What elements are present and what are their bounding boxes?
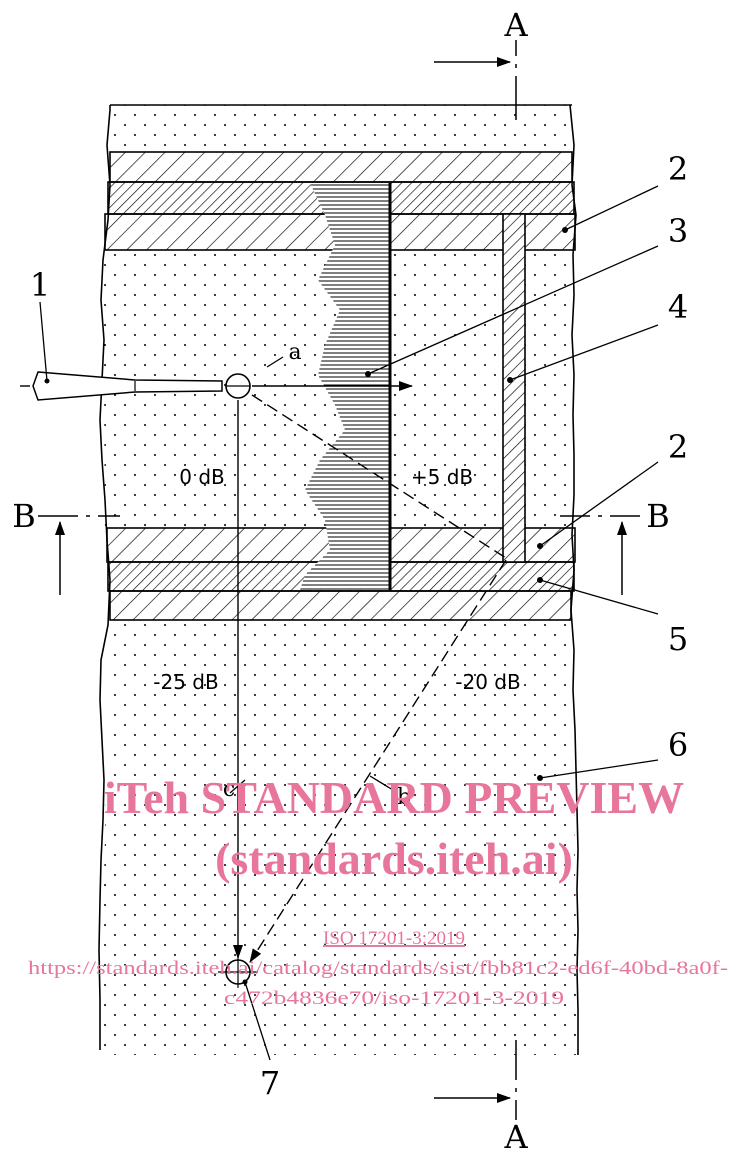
- callout-6: 6: [668, 726, 688, 764]
- callout-dots: [365, 227, 568, 781]
- sound-source: [32, 371, 251, 401]
- path-letter-a: a: [288, 340, 301, 365]
- callout-3: 3: [668, 212, 688, 250]
- level-lower-left: -25 dB: [153, 670, 218, 694]
- watermark-line-5[interactable]: c472b4836e70/iso-17201-3-2019: [224, 988, 564, 1009]
- path-letter-b: b: [397, 785, 411, 810]
- callout-4: 4: [668, 288, 688, 326]
- section-line-b: [38, 515, 640, 595]
- receiver-position: [218, 958, 258, 988]
- section-marker-b-right: B: [646, 497, 670, 535]
- callout-2-lower: 2: [668, 428, 688, 466]
- callout-1: 1: [30, 266, 50, 304]
- watermark: iTeh STANDARD PREVIEW (standards.iteh.ai…: [28, 772, 728, 1009]
- callout-7: 7: [260, 1064, 280, 1102]
- level-adjacent-room: +5 dB: [411, 465, 473, 489]
- section-marker-b-left: B: [12, 497, 36, 535]
- watermark-line-1: iTeh STANDARD PREVIEW: [104, 772, 684, 823]
- path-letter-c: c: [223, 777, 235, 802]
- watermark-line-4[interactable]: https://standards.iteh.ai/catalog/standa…: [28, 958, 728, 979]
- callout-2-upper: 2: [668, 150, 688, 188]
- section-line-a: [434, 40, 517, 1120]
- watermark-line-2: (standards.iteh.ai): [215, 833, 573, 884]
- section-marker-a-bottom: A: [503, 1118, 528, 1153]
- section-marker-a-top: A: [503, 6, 528, 44]
- callout-leaders: [39, 185, 659, 1061]
- level-source-room: 0 dB: [179, 465, 225, 489]
- watermark-line-3[interactable]: ISO 17201-3:2019: [323, 928, 465, 949]
- callout-5: 5: [668, 620, 688, 658]
- level-lower-right: -20 dB: [455, 670, 520, 694]
